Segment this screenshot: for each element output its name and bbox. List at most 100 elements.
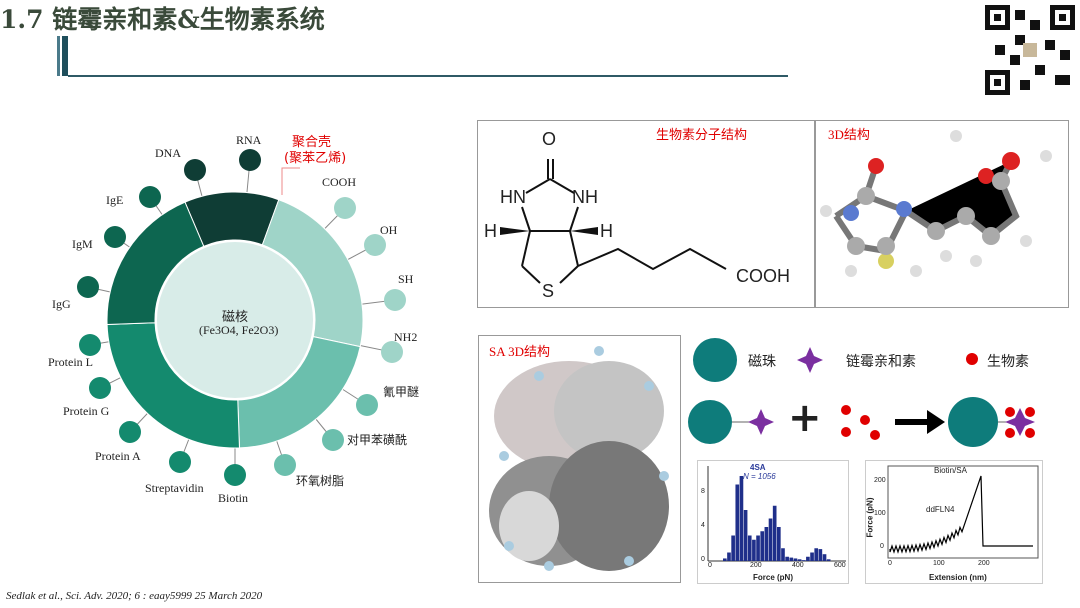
- hist-bar: [756, 535, 760, 561]
- biotin-panel-title: 生物素分子结构: [656, 128, 748, 143]
- core-title: 磁核: [222, 310, 249, 325]
- hist-bar: [801, 560, 806, 561]
- ring-segment-proteins: [106, 322, 240, 449]
- trace-xlabel: Extension (nm): [929, 573, 987, 582]
- trace-x-tick: 0: [888, 560, 892, 567]
- hist-bar: [822, 554, 827, 561]
- ligand-dot: [184, 159, 206, 181]
- ligand-label: SH: [398, 272, 414, 286]
- trace-frame: [887, 465, 1039, 559]
- hist-bar: [772, 505, 777, 561]
- force-histogram: [707, 466, 846, 562]
- qr-code: [985, 5, 1075, 95]
- title-bar-accent: [57, 36, 60, 76]
- hist-y-tick: 4: [701, 522, 705, 529]
- ligand-label: DNA: [155, 146, 181, 160]
- shell-label: 聚合壳: [292, 135, 332, 150]
- ligand-label: IgM: [72, 237, 93, 251]
- hist-bar: [731, 535, 735, 561]
- trace-x-tick: 100: [933, 560, 945, 567]
- force-trace-line: [889, 475, 1033, 554]
- ligand-dot: [79, 334, 101, 356]
- hist-label: 4SA: [750, 463, 766, 472]
- 3d-panel-title: 3D结构: [828, 127, 870, 142]
- trace-ann-biotin-sa: Biotin/SA: [934, 466, 967, 475]
- ligand-dot: [274, 454, 296, 476]
- ligand-label: RNA: [236, 133, 262, 147]
- hist-bar: [764, 527, 769, 561]
- hist-bar: [760, 531, 765, 561]
- hist-bar: [735, 484, 740, 561]
- biotin-skeletal-formula: [500, 159, 727, 284]
- ligand-dot: [224, 464, 246, 486]
- ligand-label: 环氧树脂: [296, 474, 345, 488]
- title-bar-accent-2: [62, 36, 68, 76]
- biotin-3d-panel: 3D结构: [815, 120, 1069, 308]
- hist-bar: [727, 552, 731, 561]
- hist-bar: [818, 549, 823, 561]
- hist-bar: [789, 557, 794, 561]
- ligand-label: Protein L: [48, 355, 93, 369]
- shell-pointer: [281, 167, 300, 195]
- hist-xlabel: Force (pN): [753, 573, 793, 582]
- hist-bar: [810, 552, 814, 561]
- ligand-dot: [384, 289, 406, 311]
- ligand-dot: [139, 186, 161, 208]
- ball-and-stick-model: [820, 130, 1052, 277]
- hist-bar: [806, 556, 810, 561]
- binding-reaction-scheme: [688, 397, 1035, 447]
- hist-bar: [723, 558, 727, 561]
- trace-x-tick: 200: [978, 560, 990, 567]
- force-extension-curve: [887, 465, 1039, 559]
- trace-y-tick: 200: [874, 477, 886, 484]
- trace-y-tick: 100: [874, 510, 886, 517]
- ligand-label: OH: [380, 223, 398, 237]
- hist-bar: [768, 518, 773, 561]
- hist-bar: [781, 548, 785, 561]
- streptavidin-ribbon-model: [489, 346, 669, 571]
- hist-bar: [743, 510, 748, 561]
- ligand-label: Biotin: [218, 491, 249, 505]
- ligand-label: Protein A: [95, 449, 141, 463]
- legend-bead: 磁珠: [748, 354, 776, 370]
- hist-x-tick: 400: [792, 562, 804, 569]
- ligand-dot: [119, 421, 141, 443]
- hist-bar: [752, 539, 756, 561]
- ligand-dot: [381, 341, 403, 363]
- hist-x-tick: 200: [750, 562, 762, 569]
- ligand-label: Protein G: [63, 404, 110, 418]
- ligand-dot: [356, 394, 378, 416]
- hist-y-tick: 8: [701, 488, 705, 495]
- ligand-dot: [364, 234, 386, 256]
- sa-panel-title: SA 3D结构: [489, 344, 551, 359]
- hist-bar: [793, 558, 798, 561]
- ligand-label: COOH: [322, 175, 357, 189]
- trace-ann-ddfln4: ddFLN4: [926, 505, 955, 514]
- shell-label-sub: (聚苯乙烯): [284, 151, 347, 166]
- biotin-structure-panel: 生物素分子结构 O HN NH H H S COOH: [477, 120, 815, 308]
- magnetic-core: [157, 242, 313, 398]
- title-underline: [68, 75, 788, 77]
- hist-y-tick: 0: [701, 556, 705, 563]
- ligand-label: IgG: [52, 297, 71, 311]
- ligand-dot: [89, 377, 111, 399]
- hist-x-tick: 600: [834, 562, 846, 569]
- atom-o: O: [542, 129, 557, 149]
- hist-bar: [797, 559, 802, 561]
- page-title: 1.7 链霉亲和素&生物素系统: [0, 5, 325, 34]
- ligand-label: 对甲苯磺酰: [347, 433, 408, 447]
- ligand-dot: [322, 429, 344, 451]
- citation: Sedlak et al., Sci. Adv. 2020; 6 : eaay5…: [6, 590, 263, 602]
- bead-icon: [693, 338, 737, 382]
- hist-bar: [814, 548, 819, 561]
- hist-n: N = 1056: [743, 472, 776, 481]
- streptavidin-icon: [797, 347, 823, 373]
- atom-h-left: H: [484, 221, 497, 241]
- legend-streptavidin: 链霉亲和素: [846, 354, 916, 370]
- hist-bar: [739, 476, 744, 561]
- plus-sign: +: [788, 395, 822, 441]
- ligand-label: 氰甲醚: [383, 385, 420, 399]
- magnetic-bead-diagram: [77, 149, 406, 486]
- ligand-dot: [239, 149, 261, 171]
